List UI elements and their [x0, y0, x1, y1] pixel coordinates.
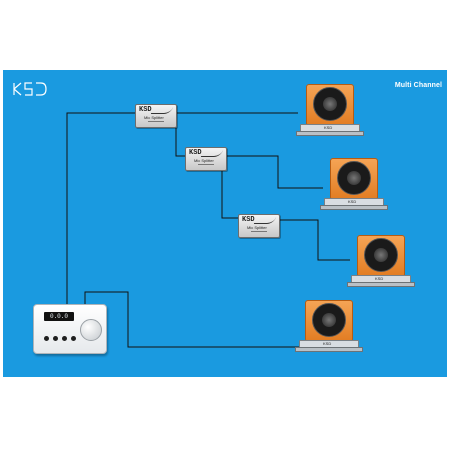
signature-mark	[200, 150, 224, 157]
splitter-name: Mic Splitter	[144, 115, 164, 120]
wire-splitter3-speaker3	[280, 219, 350, 261]
signature-mark	[150, 107, 174, 114]
wire-splitter2-splitter3	[221, 166, 238, 219]
controller-button-4	[71, 336, 76, 341]
speaker-cone	[313, 87, 347, 121]
io-ports	[198, 164, 214, 168]
speaker-3: KSD	[347, 235, 415, 289]
wire-controller-speaker4	[84, 291, 300, 348]
splitter-name: Mic Splitter	[247, 225, 267, 230]
signature-mark	[253, 217, 277, 224]
controller-button-3	[62, 336, 67, 341]
speaker-dustcap	[347, 171, 361, 185]
wire-splitter1-splitter2	[175, 123, 187, 157]
speaker-cone	[312, 303, 346, 337]
speaker-4: KSD	[295, 300, 363, 354]
speaker-foot	[347, 282, 415, 287]
wire-controller-main	[66, 112, 135, 305]
speaker-badge: KSD	[324, 125, 333, 130]
page-title: Multi Channel	[394, 82, 442, 89]
controller-button-2	[53, 336, 58, 341]
mic-splitter-3: KSD Mic Splitter	[238, 214, 280, 238]
mic-splitter-1: KSD Mic Splitter	[135, 104, 177, 128]
speaker-badge: KSD	[323, 341, 332, 346]
wire-splitter2-speaker2	[223, 155, 323, 189]
speaker-foot	[320, 205, 388, 210]
volume-knob	[80, 319, 102, 341]
speaker-dustcap	[323, 97, 337, 111]
speaker-badge: KSD	[348, 199, 357, 204]
speaker-dustcap	[322, 313, 336, 327]
volume-controller: 0.0.0	[33, 304, 107, 354]
speaker-cone	[337, 161, 371, 195]
splitter-name: Mic Splitter	[194, 158, 214, 163]
speaker-dustcap	[374, 248, 388, 262]
speaker-foot	[296, 131, 364, 136]
controller-button-1	[44, 336, 49, 341]
splitter-brand: KSD	[139, 106, 152, 114]
speaker-badge: KSD	[375, 276, 384, 281]
controller-display: 0.0.0	[44, 312, 74, 321]
splitter-brand: KSD	[189, 149, 202, 157]
speaker-1: KSD	[296, 84, 364, 138]
speaker-cone	[364, 238, 398, 272]
io-ports	[148, 121, 164, 125]
ksd-logo	[13, 82, 47, 96]
splitter-brand: KSD	[242, 216, 255, 224]
io-ports	[251, 231, 267, 235]
speaker-foot	[295, 347, 363, 352]
speaker-2: KSD	[320, 158, 388, 212]
mic-splitter-2: KSD Mic Splitter	[185, 147, 227, 171]
